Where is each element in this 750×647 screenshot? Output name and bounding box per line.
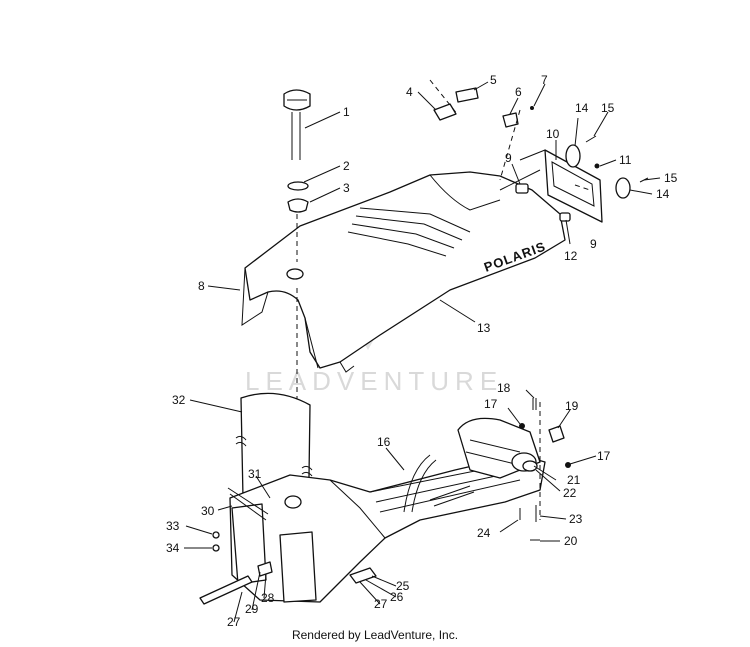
callout-27-right: 27: [374, 597, 388, 611]
tank-break-right: [301, 465, 313, 477]
callout-18: 18: [497, 381, 511, 395]
callout-9-upper: 9: [505, 151, 512, 165]
clip-6: [502, 112, 519, 128]
callout-7: 7: [541, 73, 548, 87]
callout-23: 23: [569, 512, 583, 526]
hardware-dash: [429, 79, 521, 181]
callout-27-left: 27: [227, 615, 241, 629]
callout-11: 11: [619, 153, 632, 167]
clip-4: [433, 103, 457, 121]
callout-3: 3: [343, 181, 350, 195]
mount-stud-9: [515, 183, 529, 194]
callout-30: 30: [201, 504, 215, 518]
bracket-19: [548, 425, 565, 443]
callout-1: 1: [343, 105, 350, 119]
watermark-text: LEADVENTURE: [245, 366, 503, 396]
callout-10: 10: [546, 127, 560, 141]
callout-17-right: 17: [597, 449, 611, 463]
seat-hump: [429, 174, 501, 211]
bracket-16: [429, 485, 475, 507]
callout-26: 26: [390, 590, 404, 604]
chassis-crease: [329, 479, 386, 539]
nut-33: [212, 531, 220, 539]
fuel-cap-assembly: [283, 89, 311, 498]
seat-pleats: [347, 207, 471, 257]
callout-19: 19: [565, 399, 579, 413]
callout-12: 12: [564, 249, 578, 263]
callout-21: 21: [567, 473, 581, 487]
callout-14-lower: 14: [656, 187, 670, 201]
seat-front-flap: [241, 267, 269, 326]
mount-stud-12: [559, 212, 571, 222]
bolts-23-24: [519, 505, 537, 522]
callout-15-upper: 15: [601, 101, 615, 115]
callout-5: 5: [490, 73, 497, 87]
taillight-housing: [544, 149, 603, 223]
seat-cover: [244, 171, 566, 369]
adapter-3: [287, 198, 309, 213]
fuel-cap-hole: [286, 268, 304, 280]
nut-17-right: [565, 462, 571, 468]
callout-17-upper: 17: [484, 397, 498, 411]
callout-6: 6: [515, 85, 522, 99]
taillight-mount: [499, 149, 546, 191]
clip-5: [455, 87, 479, 103]
callout-8: 8: [198, 279, 205, 293]
callout-labels: 1 2 3 4 5 6 7 8 9 9 10 11 12 13 14 14 15…: [166, 73, 678, 629]
reflector-14-lower: [615, 177, 631, 199]
callout-13: 13: [477, 321, 491, 335]
gasket-2: [287, 181, 309, 191]
callout-20: 20: [564, 534, 578, 548]
taillight-lens-frame: [551, 161, 595, 207]
taillight-dash: [574, 184, 591, 191]
tank-break-left: [235, 435, 247, 447]
rear-hub-22: [522, 460, 538, 472]
housing-lines: [465, 439, 521, 465]
fuel-line-27: [199, 575, 253, 605]
fitting-28-29: [257, 561, 273, 577]
seat-tab: [339, 361, 355, 373]
callout-15-lower: 15: [664, 171, 678, 185]
callout-4: 4: [406, 85, 413, 99]
hardware-4-7: [429, 79, 534, 181]
callout-9-lower: 9: [590, 237, 597, 251]
callout-16: 16: [377, 435, 391, 449]
washer-34: [212, 544, 220, 552]
screw-15: [585, 135, 649, 183]
callout-31: 31: [248, 467, 262, 481]
hose-30: [227, 487, 269, 521]
callout-29: 29: [245, 602, 259, 616]
callout-28: 28: [261, 591, 275, 605]
screw-7: [530, 106, 534, 110]
callout-14-upper: 14: [575, 101, 589, 115]
callout-25: 25: [396, 579, 410, 593]
callout-22: 22: [563, 486, 577, 500]
leader-lines: [184, 81, 661, 623]
bolt-18: [532, 398, 537, 410]
callout-32: 32: [172, 393, 186, 407]
footer-credit: Rendered by LeadVenture, Inc.: [291, 628, 459, 642]
side-panel-right: [279, 531, 317, 603]
tank-neck-31: [284, 495, 302, 509]
chassis: [199, 398, 571, 605]
reflector-14-upper: [565, 144, 581, 168]
latch-25-26: [349, 567, 377, 584]
screw-11: [594, 163, 600, 169]
cap-tether: [291, 112, 301, 160]
callout-2: 2: [343, 159, 350, 173]
seat-side-edge: [304, 317, 319, 369]
tunnel-edge: [379, 479, 521, 513]
cable-16: [403, 454, 437, 513]
callout-33: 33: [166, 519, 180, 533]
callout-34: 34: [166, 541, 180, 555]
taillight-assembly: [499, 135, 649, 223]
callout-24: 24: [477, 526, 491, 540]
nut-17-upper: [519, 423, 525, 429]
